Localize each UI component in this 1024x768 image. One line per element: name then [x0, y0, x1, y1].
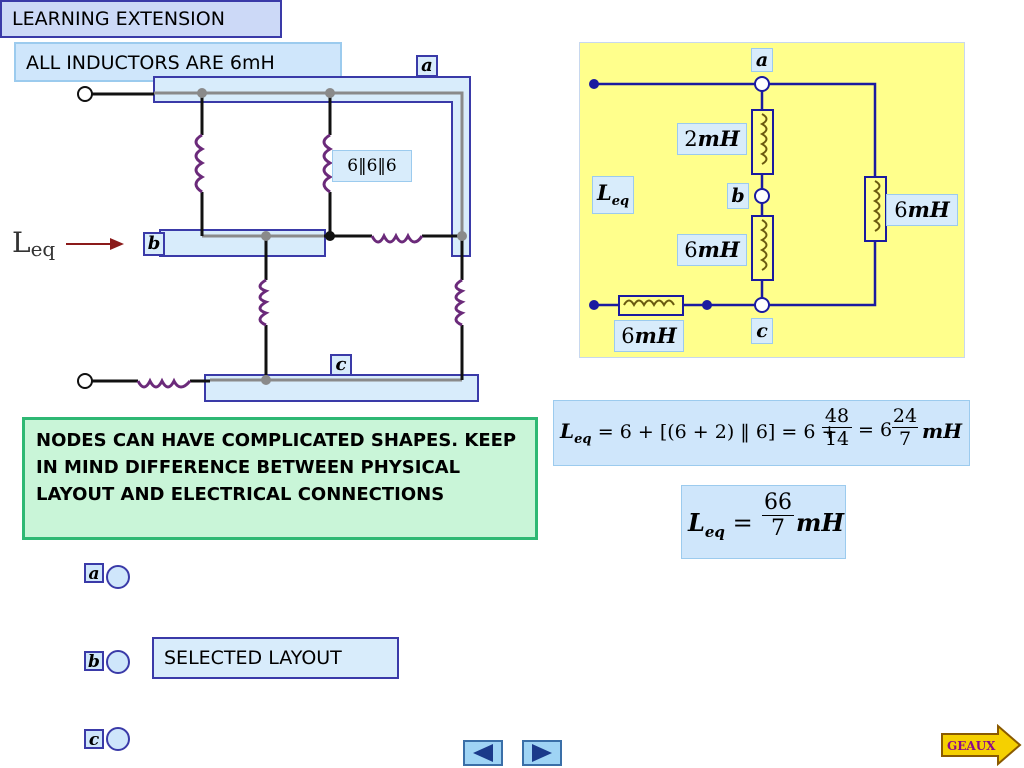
- terminal-bottom: [77, 373, 93, 389]
- arrow-icon: [110, 238, 124, 250]
- equivalent-circuit: [589, 76, 887, 316]
- prev-button[interactable]: [463, 740, 503, 766]
- physical-circuit: Leq: [12, 76, 479, 402]
- eq-node-b: b: [727, 183, 749, 209]
- leq-label: Leq: [12, 226, 55, 261]
- formula-derivation: Leq = 6 + [(6 + 2) ‖ 6] = 6 + 48 14 = 6 …: [553, 400, 970, 466]
- option-a-radio[interactable]: [106, 565, 130, 589]
- formula-result: Leq = 66 7 mH: [681, 485, 846, 559]
- geaux-label: GEAUX: [947, 739, 996, 753]
- eq-ind-6mh-bottom: 6mH: [614, 320, 684, 352]
- circuit-label-c: c: [330, 354, 352, 376]
- eq-ind-6mh-vert: 6mH: [677, 234, 747, 266]
- right-arrow-icon: [532, 744, 552, 762]
- page-title: LEARNING EXTENSION: [0, 0, 282, 38]
- eq-leq-label: Leq: [592, 176, 634, 214]
- option-b-label: b: [84, 651, 104, 672]
- explanation-text: NODES CAN HAVE COMPLICATED SHAPES. KEEP …: [22, 417, 538, 540]
- terminal-top: [77, 86, 93, 102]
- option-c-radio[interactable]: [106, 727, 130, 751]
- eq-ind-6mh-right: 6mH: [886, 194, 958, 226]
- circuit-label-a: a: [416, 55, 438, 77]
- parallel-label: 6‖6‖6: [332, 150, 412, 182]
- circuit-label-b: b: [143, 232, 165, 256]
- eq-node-c: c: [751, 318, 773, 344]
- option-a-label: a: [84, 563, 104, 584]
- eq-node-a: a: [751, 48, 773, 72]
- node-b-highlight: [159, 229, 326, 257]
- next-button[interactable]: [522, 740, 562, 766]
- option-c-label: c: [84, 729, 104, 750]
- inductor-note: ALL INDUCTORS ARE 6mH: [14, 42, 342, 82]
- option-b-radio[interactable]: [106, 650, 130, 674]
- selected-layout-label: SELECTED LAYOUT: [152, 637, 399, 679]
- node-a-highlight: [153, 76, 471, 257]
- eq-ind-2mh: 2mH: [677, 123, 747, 155]
- left-arrow-icon: [473, 744, 493, 762]
- geaux-button[interactable]: GEAUX: [940, 724, 1022, 766]
